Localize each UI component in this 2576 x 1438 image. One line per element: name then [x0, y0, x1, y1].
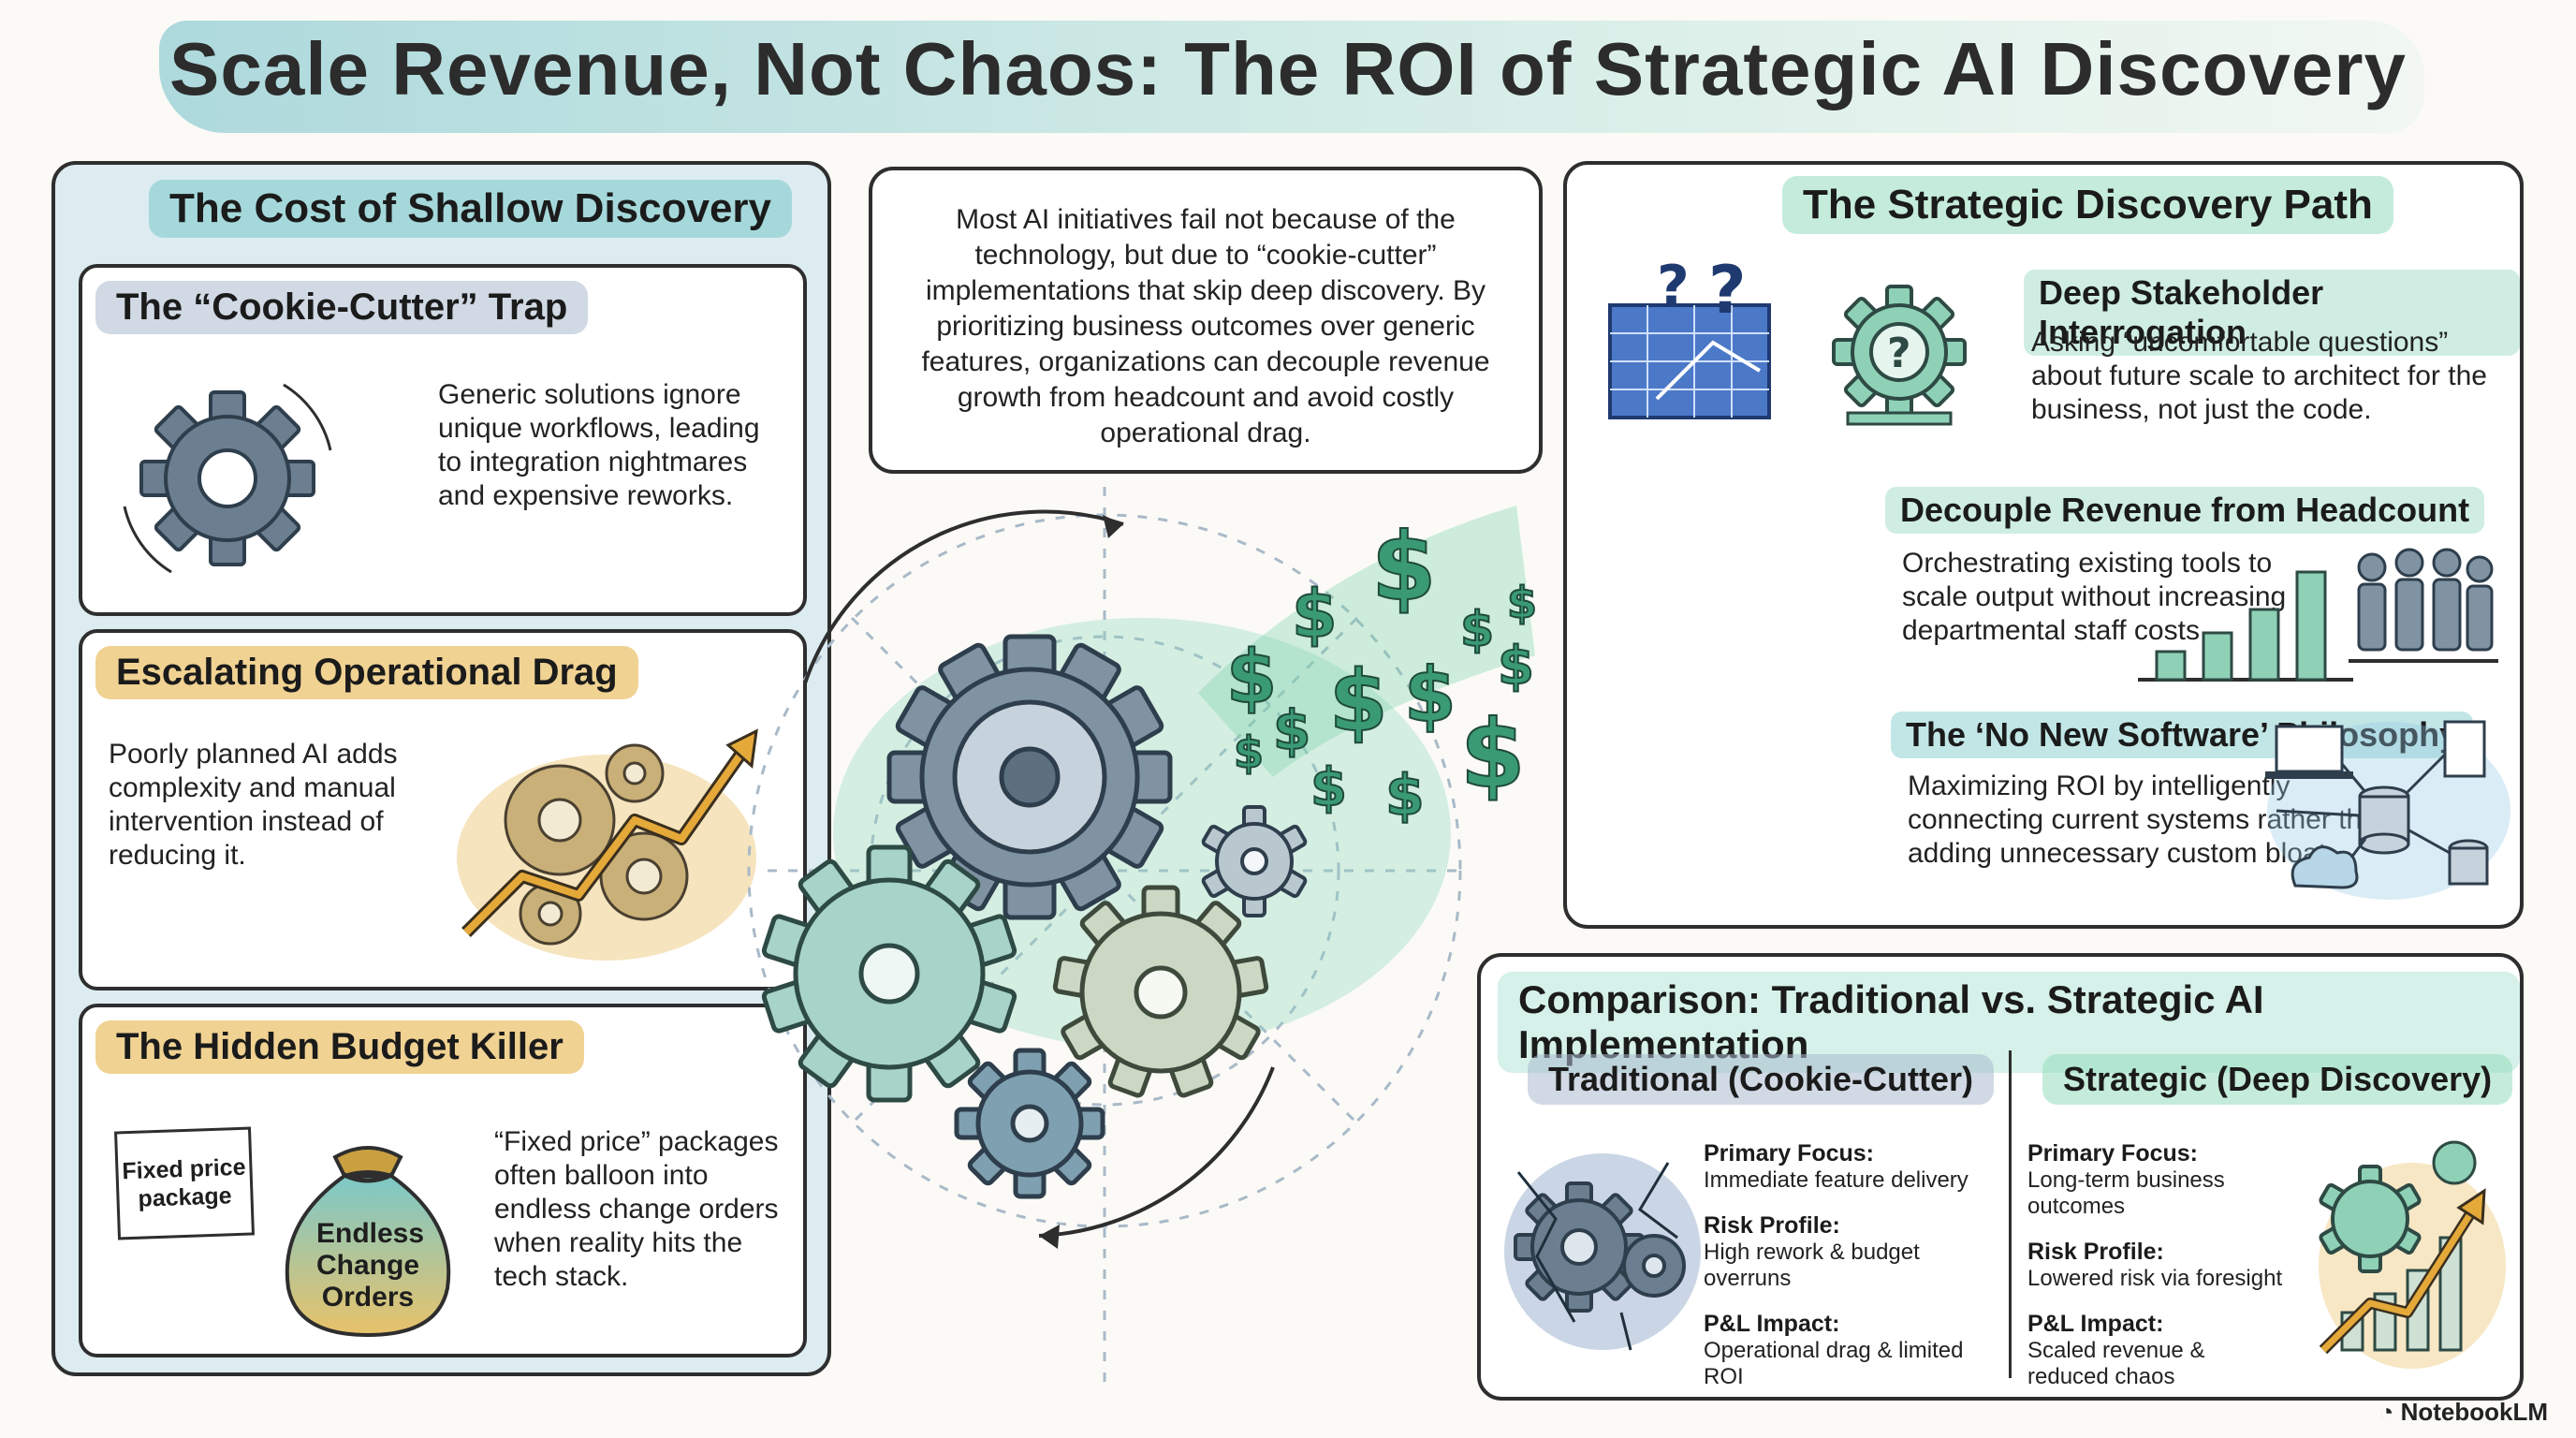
stakeholder-interrogation-text: Asking “uncomfortable questions” about f…: [2031, 327, 2487, 425]
hidden-budget-killer-heading: The Hidden Budget Killer: [95, 1020, 584, 1074]
hidden-budget-killer-text: “Fixed price” packages often balloon int…: [494, 1126, 779, 1292]
cost-of-shallow-discovery-panel: The Cost of Shallow Discovery The “Cooki…: [51, 161, 831, 1376]
money-bag-icon: [285, 1146, 451, 1338]
small-gear: [1200, 805, 1309, 917]
no-new-software-text: Maximizing ROI by intelligently connecti…: [1908, 770, 2393, 869]
question-gear-icon: ?: [1832, 285, 1967, 426]
gears-money-illustration: $ $ $ $ $ $ $ $ $ $ $ $ $: [747, 487, 1538, 1386]
svg-text:$: $: [1460, 602, 1494, 658]
no-new-software-heading: The ‘No New Software’ Philosophy: [1891, 712, 2474, 758]
summary-panel: Most AI initiatives fail not because of …: [869, 167, 1543, 474]
operational-drag-heading: Escalating Operational Drag: [95, 646, 638, 699]
traditional-focus-label: Primary Focus:: [1704, 1140, 1875, 1167]
svg-text:$: $: [1507, 578, 1537, 628]
broken-gears-icon: [1504, 1153, 1701, 1351]
right-gear: [1055, 885, 1267, 1096]
hidden-budget-killer-card: The Hidden Budget Killer Fixed price pac…: [79, 1004, 807, 1357]
svg-text:$: $: [1404, 652, 1456, 739]
systems-network-icon: [2265, 720, 2510, 900]
gear-icon: [123, 383, 332, 574]
svg-text:$: $: [1460, 699, 1526, 809]
left-panel-heading: The Cost of Shallow Discovery: [149, 180, 793, 238]
bottom-gear: [957, 1048, 1103, 1196]
comparison-divider: [2009, 1050, 2012, 1378]
decouple-revenue-text: Orchestrating existing tools to scale ou…: [1902, 548, 2287, 646]
operational-drag-card: Escalating Operational Drag Poorly plann…: [79, 629, 807, 990]
traditional-rows: Primary Focus: Immediate feature deliver…: [1704, 1140, 2003, 1409]
growth-bar-chart-icon: [2138, 570, 2353, 682]
svg-text:$: $: [1273, 698, 1310, 762]
gear-growth-chart-icon: [2318, 1140, 2506, 1369]
svg-text:$: $: [1385, 763, 1425, 829]
traditional-pl-value: Operational drag & limited ROI: [1704, 1338, 1964, 1389]
decouple-revenue-heading: Decouple Revenue from Headcount: [1885, 487, 2485, 534]
svg-text:?: ?: [1657, 254, 1690, 319]
fixed-price-note-label: Fixed price package: [122, 1153, 246, 1212]
tangled-gears-growth-icon: [457, 728, 758, 961]
strategic-pl-value: Scaled revenue & reduced chaos: [2027, 1338, 2205, 1389]
branding-text: NotebookLM: [2400, 1398, 2548, 1426]
traditional-risk-value: High rework & budget overruns: [1704, 1240, 1920, 1291]
notebooklm-logo: ◔ NotebookLM: [2379, 1398, 2548, 1427]
left-gear: [763, 844, 1016, 1100]
title-highlight: [159, 21, 2424, 133]
large-gear: [889, 634, 1170, 917]
svg-text:$: $: [1226, 636, 1277, 720]
svg-text:$: $: [1234, 727, 1264, 778]
comparison-panel: Comparison: Traditional vs. Strategic AI…: [1477, 953, 2524, 1401]
strategic-risk-label: Risk Profile:: [2027, 1239, 2164, 1265]
traditional-heading: Traditional (Cookie-Cutter): [1528, 1054, 1995, 1105]
svg-text:?: ?: [1708, 252, 1747, 329]
svg-text:$: $: [1498, 636, 1534, 697]
operational-drag-text: Poorly planned AI adds complexity and ma…: [109, 739, 398, 871]
cookie-cutter-trap-heading: The “Cookie-Cutter” Trap: [95, 281, 589, 334]
svg-text:$: $: [1371, 512, 1437, 622]
cookie-cutter-trap-card: The “Cookie-Cutter” Trap Gen: [79, 264, 807, 616]
strategic-focus-value: Long-term business outcomes: [2027, 1167, 2225, 1219]
stakeholder-interrogation-heading: Deep Stakeholder Interrogation: [2024, 270, 2520, 356]
strategic-rows: Primary Focus: Long-term business outcom…: [2027, 1140, 2308, 1409]
strategic-heading: Strategic (Deep Discovery): [2042, 1054, 2513, 1105]
fixed-price-note: Fixed price package: [114, 1126, 255, 1240]
strategic-risk-value: Lowered risk via foresight: [2027, 1266, 2283, 1291]
traditional-focus-value: Immediate feature delivery: [1704, 1167, 1969, 1193]
svg-text:$: $: [1329, 653, 1388, 751]
svg-text:$: $: [1310, 757, 1347, 818]
traditional-pl-label: P&L Impact:: [1704, 1311, 1840, 1337]
cookie-cutter-trap-text: Generic solutions ignore unique workflow…: [438, 379, 760, 511]
blueprint-question-icon: ? ?: [1608, 252, 1771, 419]
right-panel-heading: The Strategic Discovery Path: [1782, 176, 2393, 234]
team-people-icon: [2349, 548, 2498, 663]
money-bag-label: Endless Change Orders: [316, 1218, 425, 1313]
traditional-risk-label: Risk Profile:: [1704, 1212, 1840, 1239]
page-title: Scale Revenue, Not Chaos: The ROI of Str…: [168, 27, 2407, 110]
strategic-pl-label: P&L Impact:: [2027, 1311, 2164, 1337]
svg-text:?: ?: [1887, 330, 1911, 377]
summary-text: Most AI initiatives fail not because of …: [921, 204, 1490, 448]
strategic-focus-label: Primary Focus:: [2027, 1140, 2199, 1167]
strategic-discovery-path-panel: The Strategic Discovery Path ? ? ? Deep: [1563, 161, 2524, 929]
svg-text:$: $: [1292, 576, 1338, 653]
logo-icon: ◔: [2378, 1398, 2401, 1426]
